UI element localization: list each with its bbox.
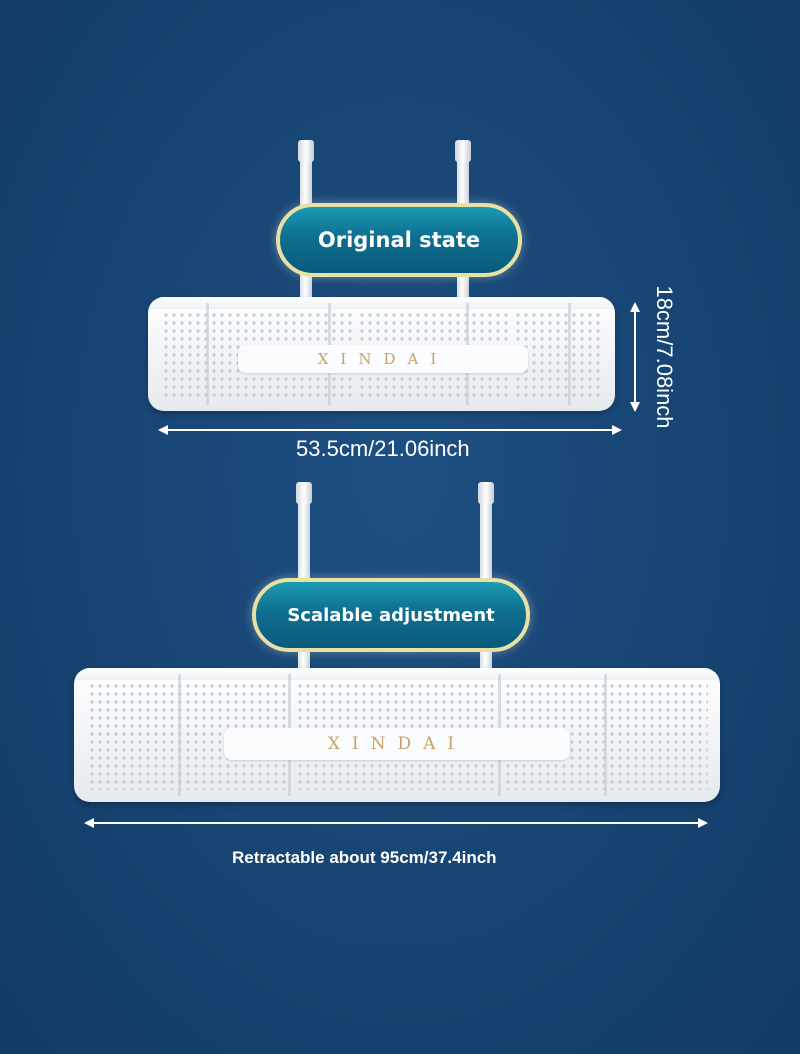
original-state-label: Original state xyxy=(317,228,481,252)
perforated-panel-right xyxy=(514,311,602,399)
width-label-original: 53.5cm/21.06inch xyxy=(296,436,470,461)
rod-cap-left xyxy=(296,482,312,504)
brand-plate: XINDAI xyxy=(238,345,528,373)
width-label-extended: Retractable about 95cm/37.4inch xyxy=(232,848,497,867)
rod-cap-left xyxy=(298,140,314,162)
brand-plate: XINDAI xyxy=(224,728,570,760)
width-dimension-line xyxy=(166,429,614,431)
panel-seam xyxy=(604,674,607,796)
rod-cap-right xyxy=(455,140,471,162)
dimension-arrow-right xyxy=(698,818,708,828)
height-label: 18cm/7.08inch xyxy=(652,285,677,429)
deflector-original: XINDAI xyxy=(148,297,615,411)
scalable-adjustment-badge: Scalable adjustment xyxy=(252,578,530,652)
deflector-extended: XINDAI xyxy=(74,668,720,802)
dimension-arrow-up xyxy=(630,302,640,312)
panel-seam xyxy=(206,303,209,405)
panel-seam xyxy=(568,303,571,405)
dimension-arrow-down xyxy=(630,402,640,412)
height-dimension-line xyxy=(634,310,636,406)
deflector-top-edge xyxy=(74,668,720,680)
dimension-arrow-right xyxy=(612,425,622,435)
brand-text: XINDAI xyxy=(317,350,449,368)
dimension-arrow-left xyxy=(158,425,168,435)
width-dimension-line xyxy=(92,822,700,824)
dimension-arrow-left xyxy=(84,818,94,828)
scalable-adjustment-label: Scalable adjustment xyxy=(287,604,495,626)
deflector-top-edge xyxy=(148,297,615,309)
brand-text: XINDAI xyxy=(327,734,467,754)
rod-cap-right xyxy=(478,482,494,504)
panel-seam xyxy=(178,674,181,796)
original-state-badge: Original state xyxy=(276,203,522,277)
